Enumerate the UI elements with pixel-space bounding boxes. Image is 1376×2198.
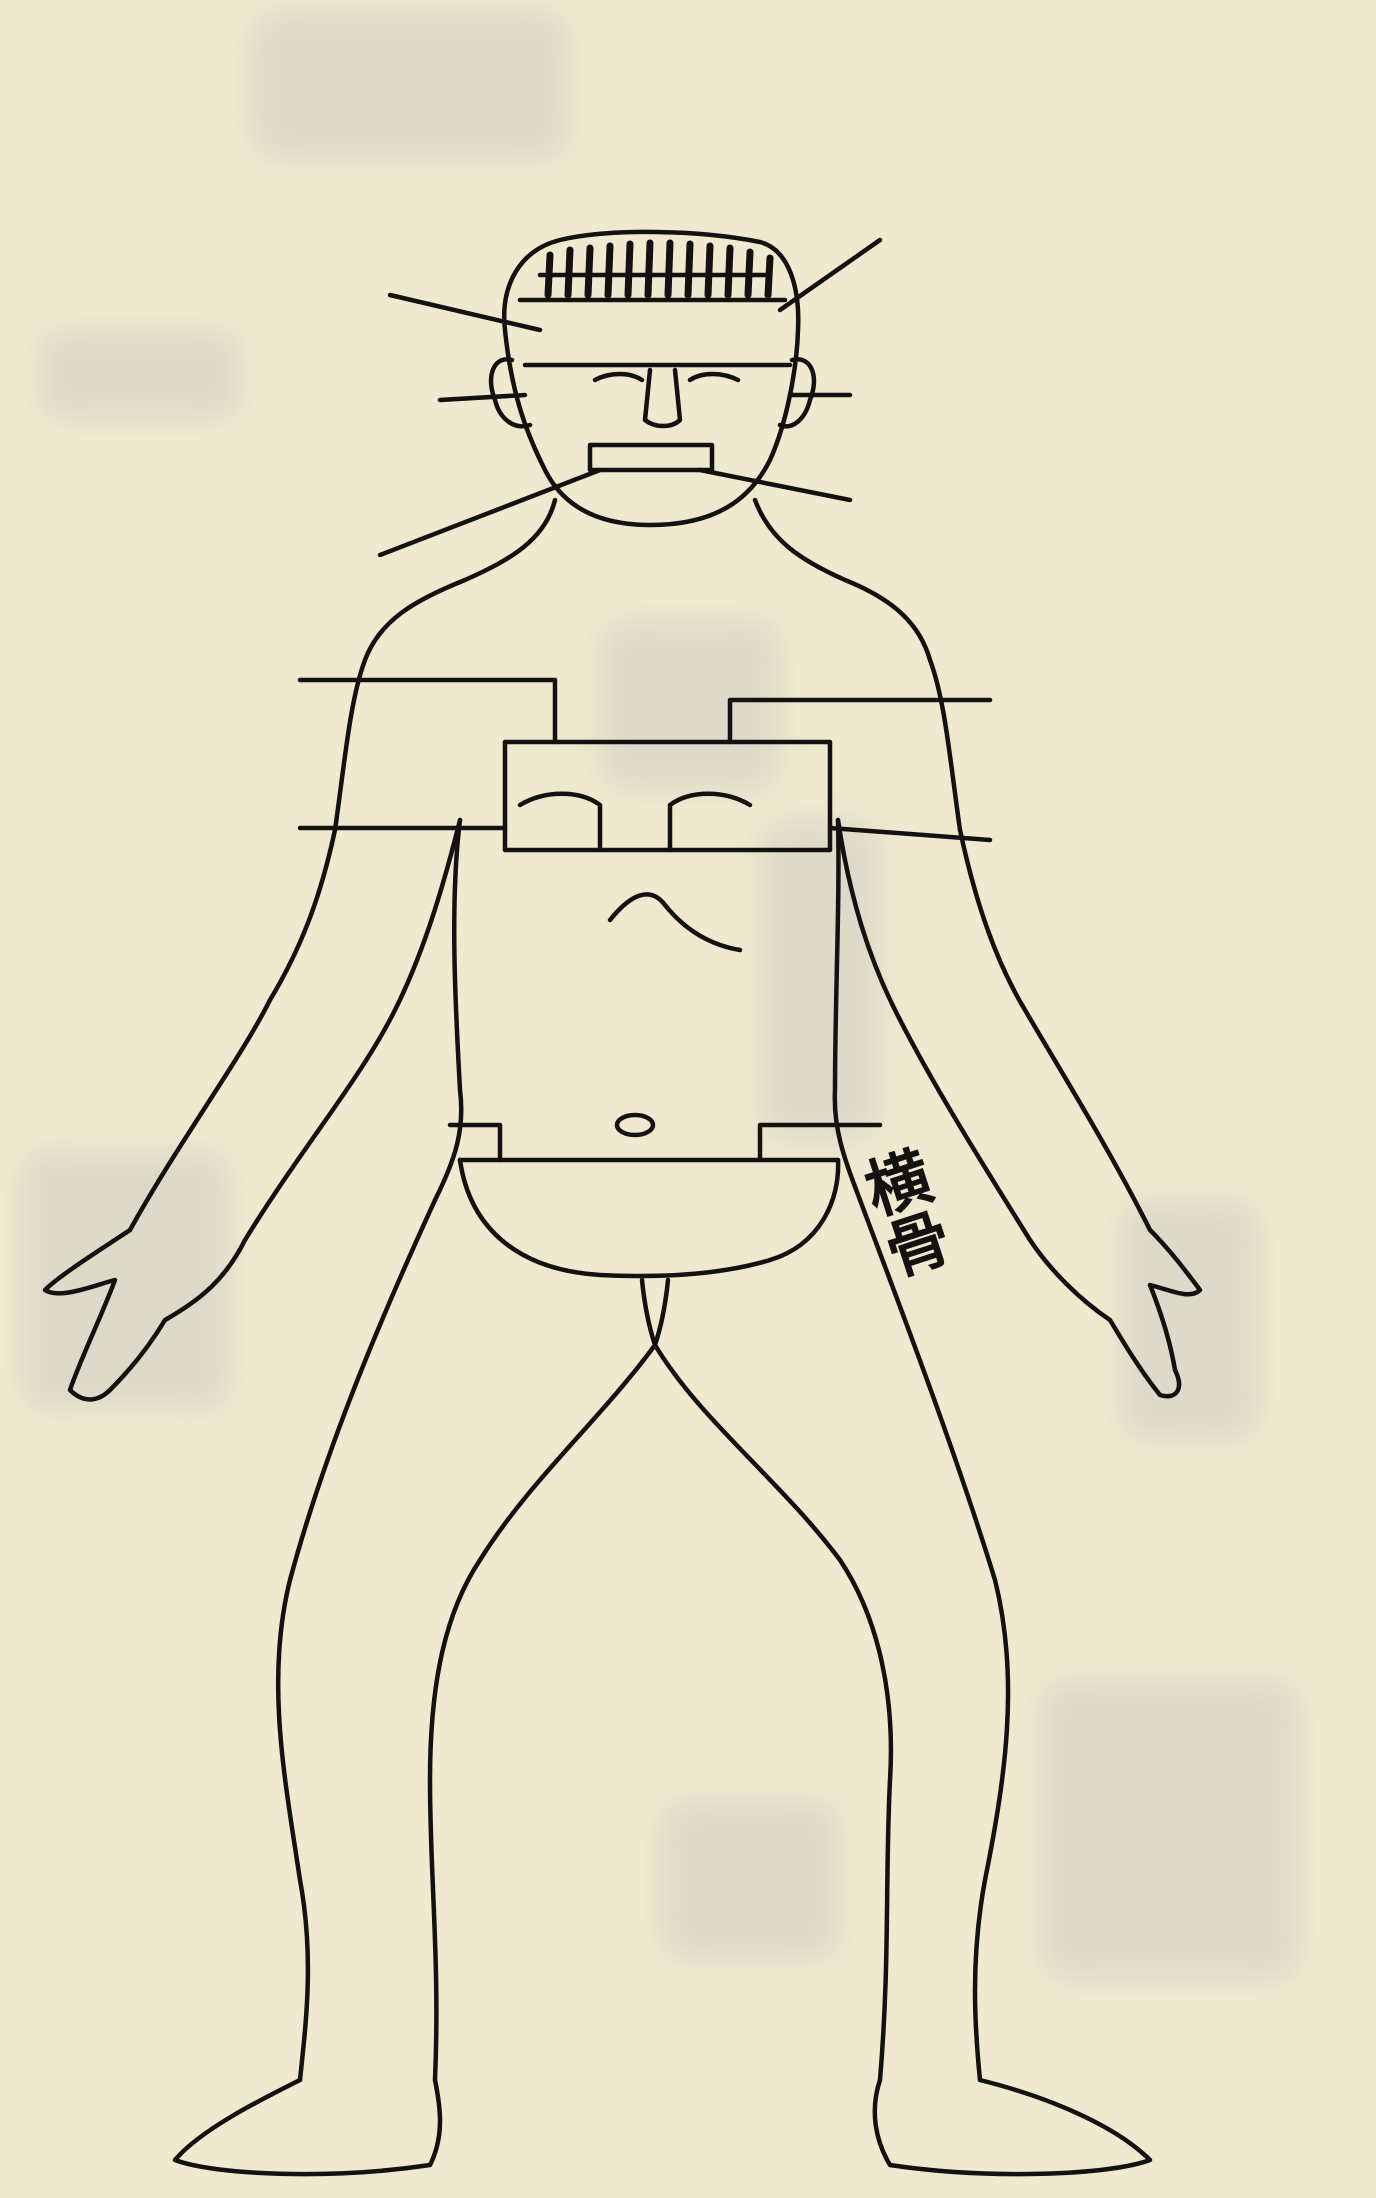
body-figure: [0, 0, 1376, 2194]
illustration-page: 横骨: [0, 0, 1376, 2194]
